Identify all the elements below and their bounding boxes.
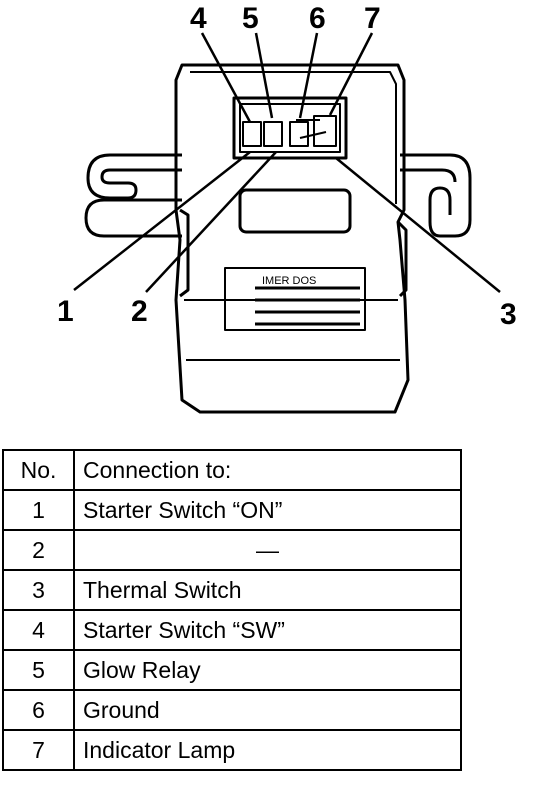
table-row: 3 Thermal Switch — [2, 569, 462, 611]
leader-4 — [200, 32, 252, 123]
bracket-left — [86, 153, 182, 200]
table-row: 7 Indicator Lamp — [2, 729, 462, 771]
table-row: 1 Starter Switch “ON” — [2, 489, 462, 531]
row-no: 1 — [2, 489, 75, 531]
pin-label-5: 5 — [242, 2, 259, 35]
pin-label-3: 3 — [500, 298, 517, 331]
connection-table: No. Connection to: 1 Starter Switch “ON”… — [2, 449, 462, 771]
connector-socket — [232, 96, 348, 160]
row-no: 6 — [2, 689, 75, 731]
table-row: 2 — — [2, 529, 462, 571]
pin-label-1: 1 — [57, 295, 74, 328]
row-connection: Thermal Switch — [73, 569, 462, 611]
pin-label-2: 2 — [131, 295, 148, 328]
sticker — [224, 267, 366, 331]
row-connection: Indicator Lamp — [73, 729, 462, 771]
row-no: 4 — [2, 609, 75, 651]
row-no: 2 — [2, 529, 75, 571]
row-connection: Starter Switch “ON” — [73, 489, 462, 531]
row-no: 3 — [2, 569, 75, 611]
upper-window — [238, 188, 352, 234]
table-header-row: No. Connection to: — [2, 449, 462, 491]
leader-3 — [335, 157, 501, 293]
leader-7 — [328, 32, 374, 116]
row-no: 5 — [2, 649, 75, 691]
table-row: 5 Glow Relay — [2, 649, 462, 691]
leader-2 — [145, 151, 277, 293]
leader-6 — [298, 32, 319, 119]
table-row: 6 Ground — [2, 689, 462, 731]
leader-5 — [254, 32, 274, 119]
row-connection: — — [73, 529, 462, 571]
row-connection: Glow Relay — [73, 649, 462, 691]
row-connection: Starter Switch “SW” — [73, 609, 462, 651]
row-no: 7 — [2, 729, 75, 771]
pin-label-6: 6 — [309, 2, 326, 35]
sticker-text: IMER DOS — [262, 275, 316, 287]
table-row: 4 Starter Switch “SW” — [2, 609, 462, 651]
leader-1 — [73, 151, 251, 291]
pin-label-7: 7 — [364, 2, 381, 35]
header-connection: Connection to: — [73, 449, 462, 491]
pin-label-4: 4 — [190, 2, 207, 35]
bracket-right — [400, 153, 472, 238]
timer-connector-diagram: IMER DOS 4 5 6 7 1 2 3 — [57, 2, 517, 414]
row-connection: Ground — [73, 689, 462, 731]
header-no: No. — [2, 449, 75, 491]
housing — [174, 63, 410, 414]
